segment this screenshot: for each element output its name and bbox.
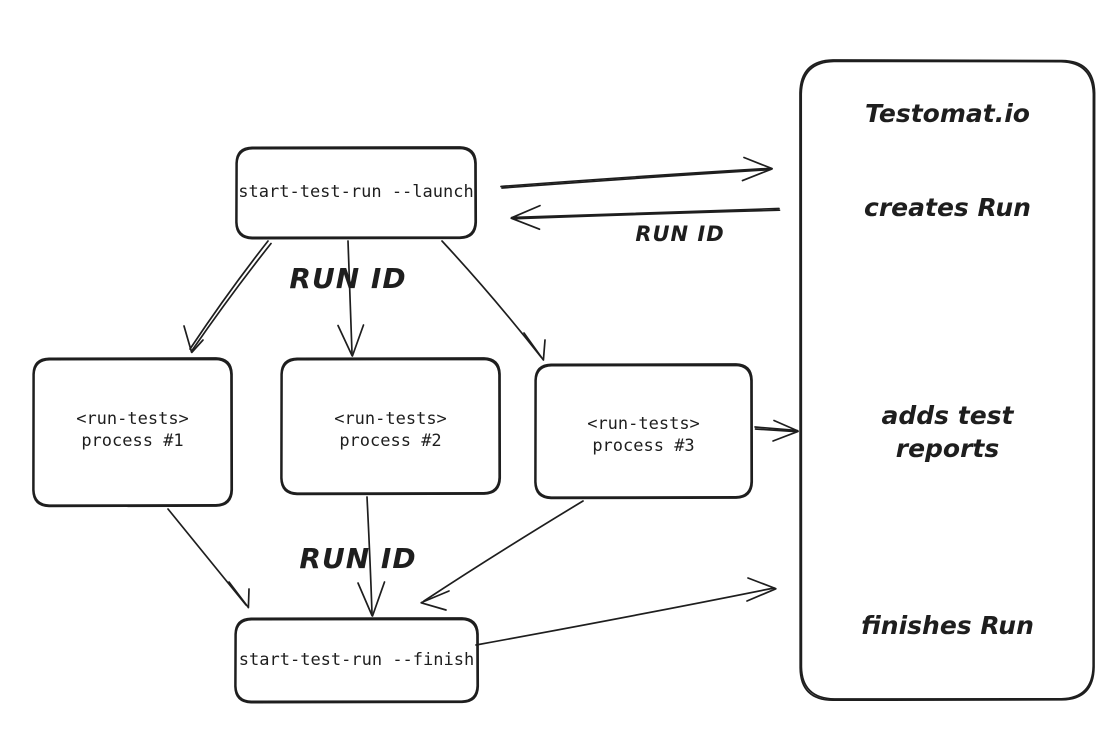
edge-process-3-to-panel[interactable] [754,419,799,442]
edge-panel-to-launch-runid[interactable] [510,204,781,231]
process-1-shape[interactable] [32,357,234,508]
edge-launch-to-process-1[interactable] [183,240,272,354]
process-2-shape[interactable] [280,357,502,496]
edge-process-1-to-finish[interactable] [167,508,250,609]
edge-launch-to-panel[interactable] [500,156,773,189]
launch-node-shape[interactable] [235,146,478,240]
edge-finish-to-panel[interactable] [475,577,777,646]
edge-launch-to-process-3[interactable] [441,240,546,361]
edge-launch-to-process-2[interactable] [337,240,365,357]
process-3-shape[interactable] [534,363,754,500]
service-panel-shape[interactable] [799,59,1096,702]
finish-node-shape[interactable] [234,617,480,704]
edge-process-3-to-finish[interactable] [420,500,584,611]
edge-process-2-to-finish[interactable] [357,496,386,617]
